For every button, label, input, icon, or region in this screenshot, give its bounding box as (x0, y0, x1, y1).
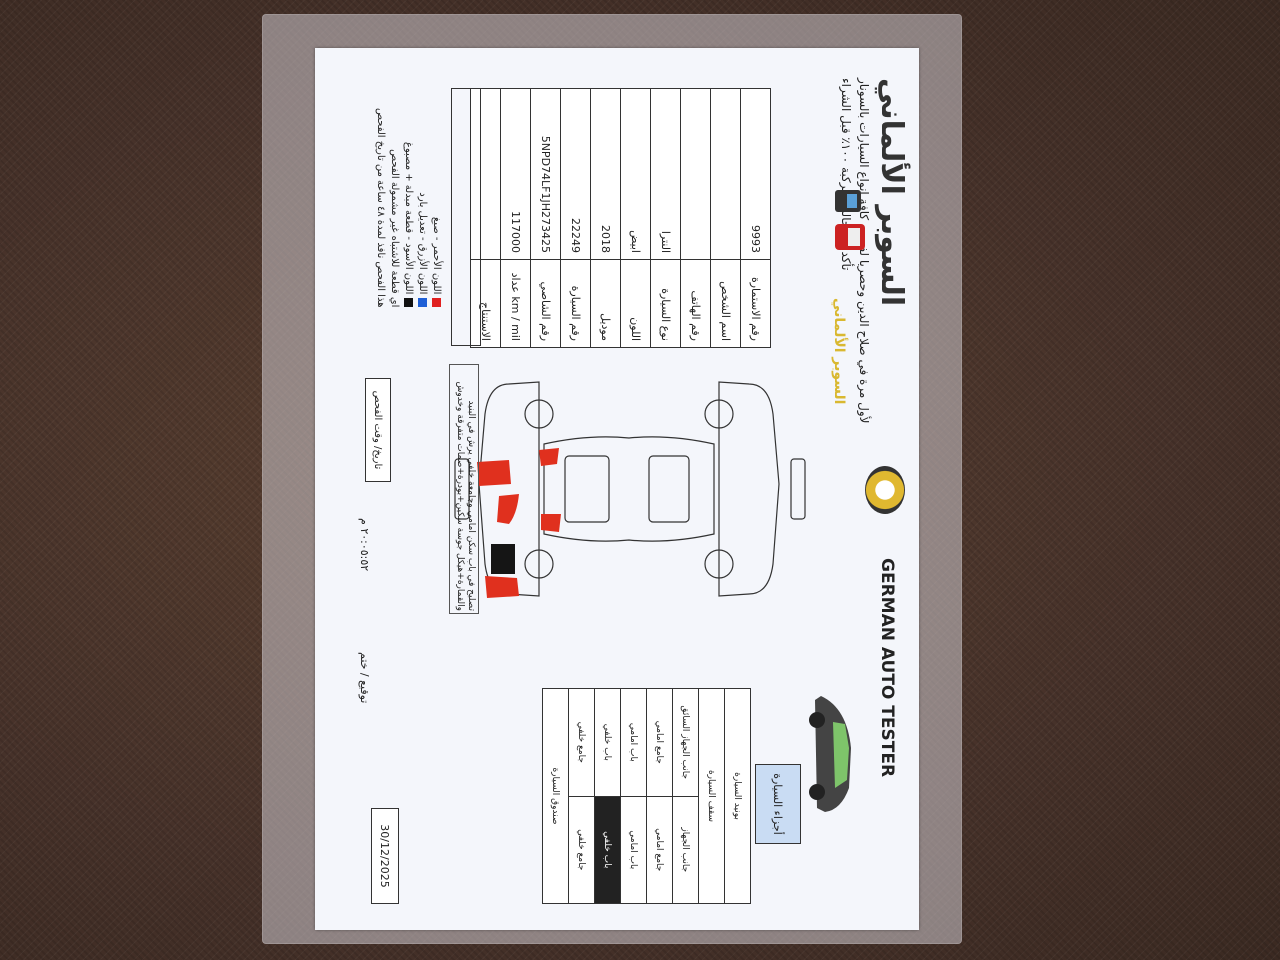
info-value: 9993 (740, 88, 771, 260)
legend-item-blue: اللون الأزرق - تعديل بارد (415, 108, 429, 308)
tagline-gold: السوبر الألماني (831, 298, 847, 405)
front-bumper-icon (454, 458, 470, 520)
rear-bumper-icon (790, 458, 806, 520)
car-image-icon (809, 696, 851, 812)
part-cell: جامع خلفي (568, 688, 595, 796)
info-label: km / mil عداد (500, 259, 531, 348)
black-swatch-icon (404, 298, 414, 308)
legend-black-label: اللون الأسود - قطعة مبدلة + مصبوغ (403, 141, 414, 295)
part-cell: جامع خلفي (568, 796, 595, 904)
info-row: رقم الهاتف (680, 88, 711, 348)
info-value: 22249 (560, 88, 591, 260)
rear-window-outline (648, 455, 690, 523)
info-value: 5NPD74LF1JH273425 (530, 88, 561, 260)
left-side-outline (718, 381, 780, 597)
signature-label: توقيع / ختم (358, 652, 371, 704)
paint-mark-icon (477, 460, 511, 486)
part-cell: باب خلفي (594, 796, 621, 904)
part-cell: بونيد السيارة (724, 688, 751, 904)
brand-logo (865, 466, 905, 514)
paint-mark-icon (541, 514, 561, 532)
info-label: رقم الاستمارة (740, 259, 771, 348)
info-value (680, 88, 711, 260)
info-value: 117000 (500, 88, 531, 260)
inspection-sheet-wrap: السوبر الألماني لأول مرة في صلاح الدين و… (292, 48, 942, 930)
car-damage-diagram (454, 381, 806, 598)
replaced-part-mark-icon (491, 544, 515, 574)
blue-swatch-icon (418, 298, 428, 308)
inspection-time: ٢٠:٠٥:٥٢ م (358, 518, 371, 572)
datetime-label: تاريخ/ وقت الفحص (365, 378, 391, 482)
wheel-icon (704, 399, 734, 429)
info-label: رقم الهاتف (680, 259, 711, 348)
wheel-icon (704, 549, 734, 579)
parts-row: سقف السيارة (698, 688, 725, 904)
legend-red-label: اللون الأحمر - صبغ (431, 216, 442, 295)
remarks-box: تصليح في باب سكن امامي وجامعة خلفي يرش ف… (449, 364, 479, 614)
info-label: نوع السيارة (650, 259, 681, 348)
sheet-title: السوبر الألماني (874, 78, 909, 307)
info-label: موديل (590, 259, 621, 348)
paint-mark-icon (539, 448, 559, 466)
inspection-date: 30/12/2025 (371, 808, 399, 904)
part-cell: باب امامي (620, 688, 647, 796)
info-label: اسم الشخص (710, 259, 741, 348)
part-cell: جانب الجهاز السائق (672, 688, 699, 796)
brand-english: GERMAN AUTO TESTER (877, 558, 897, 778)
part-cell: باب خلفي (594, 688, 621, 796)
part-cell: جانب الجهاز (672, 796, 699, 904)
part-cell: جامع امامي (646, 796, 673, 904)
part-cell: جامع امامي (646, 688, 673, 796)
info-value: 2018 (590, 88, 621, 260)
parts-row: بونيد السيارة (724, 688, 751, 904)
info-row: اسم الشخص (710, 88, 741, 348)
part-cell: سقف السيارة (698, 688, 725, 904)
info-label: اللون (620, 259, 651, 348)
info-label: رقم السيارة (560, 259, 591, 348)
color-legend: اللون الأحمر - صبغ اللون الأزرق - تعديل … (373, 108, 443, 308)
part-cell: باب امامي (620, 796, 647, 904)
conclusion-notes (451, 88, 481, 346)
body-top-outline (543, 436, 715, 542)
part-cell: صندوق السيارة (542, 688, 569, 904)
paint-mark-icon (497, 494, 519, 524)
parts-row: صندوق السيارة (542, 688, 569, 904)
sonar-device-icon (835, 190, 865, 250)
info-value: النترا (650, 88, 681, 260)
legend-note: اي قطعة للاشتباه غير مشمولة الفحص (389, 149, 400, 308)
red-swatch-icon (432, 298, 442, 308)
info-value: ابيض (620, 88, 651, 260)
info-label: رقم الشاصي (530, 259, 561, 348)
parts-title: أجزاء السيارة (755, 764, 801, 844)
legend-item-red: اللون الأحمر - صبغ (429, 108, 443, 308)
inspection-sheet: السوبر الألماني لأول مرة في صلاح الدين و… (315, 48, 919, 930)
paint-mark-icon (485, 576, 519, 598)
wheel-icon (524, 549, 554, 579)
info-value (710, 88, 741, 260)
legend-blue-label: اللون الأزرق - تعديل بارد (417, 192, 428, 295)
wheel-icon (524, 399, 554, 429)
legend-note-2: هذا الفحص نافذ لمدة ٤٨ ساعة من تاريخ الف… (375, 108, 386, 308)
legend-item-black: اللون الأسود - قطعة مبدلة + مصبوغ (401, 108, 415, 308)
windshield-outline (564, 455, 610, 523)
